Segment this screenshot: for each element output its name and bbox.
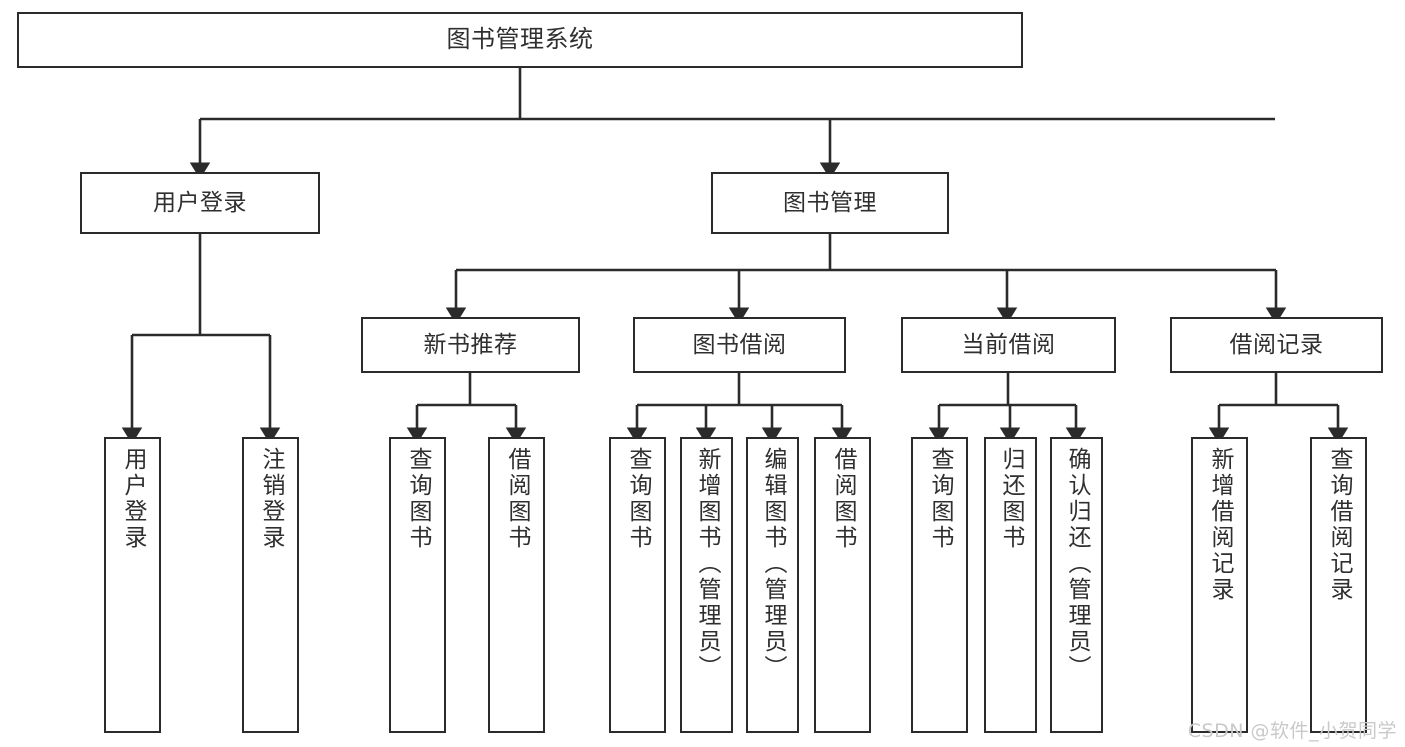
node-current-borrow[interactable]: 当前借阅 [901,317,1116,373]
node-leaf-logout-login[interactable]: 注销登录 [242,437,299,733]
node-leaf-edit-book-admin-label: 编辑图书（管理员） [760,447,786,681]
node-leaf-confirm-return-admin-label: 确认归还（管理员） [1064,447,1090,681]
node-leaf-user-login-label: 用户登录 [120,447,146,551]
node-leaf-logout-login-label: 注销登录 [258,447,284,551]
node-book-borrow[interactable]: 图书借阅 [633,317,846,373]
node-leaf-query-book-recommend[interactable]: 查询图书 [389,437,446,733]
node-book-borrow-label: 图书借阅 [692,331,787,358]
node-leaf-query-book-borrow[interactable]: 查询图书 [609,437,666,733]
node-leaf-borrow-book-recommend-label: 借阅图书 [504,447,530,551]
node-book-management-label: 图书管理 [783,189,877,216]
node-leaf-query-book-current[interactable]: 查询图书 [911,437,968,733]
node-leaf-return-book[interactable]: 归还图书 [984,437,1037,733]
node-leaf-add-book-admin[interactable]: 新增图书（管理员） [680,437,733,733]
node-leaf-add-borrow-record[interactable]: 新增借阅记录 [1191,437,1248,733]
watermark: CSDN @软件_小贺同学 [1187,720,1397,742]
node-leaf-query-borrow-record-label: 查询借阅记录 [1326,447,1352,603]
node-new-book-recommend[interactable]: 新书推荐 [361,317,580,373]
node-leaf-return-book-label: 归还图书 [998,447,1024,551]
node-borrow-records[interactable]: 借阅记录 [1170,317,1383,373]
node-user-login-label: 用户登录 [153,189,247,216]
node-leaf-borrow-book-label: 借阅图书 [830,447,856,551]
node-new-book-recommend-label: 新书推荐 [423,331,518,358]
node-leaf-query-borrow-record[interactable]: 查询借阅记录 [1310,437,1367,733]
node-user-login[interactable]: 用户登录 [80,172,320,234]
node-leaf-edit-book-admin[interactable]: 编辑图书（管理员） [746,437,799,733]
node-book-management[interactable]: 图书管理 [711,172,949,234]
node-leaf-borrow-book[interactable]: 借阅图书 [814,437,871,733]
node-leaf-query-book-recommend-label: 查询图书 [405,447,431,551]
node-leaf-query-book-borrow-label: 查询图书 [625,447,651,551]
node-root-label: 图书管理系统 [446,25,594,54]
node-leaf-borrow-book-recommend[interactable]: 借阅图书 [488,437,545,733]
node-root[interactable]: 图书管理系统 [17,12,1023,68]
node-current-borrow-label: 当前借阅 [961,331,1056,358]
node-leaf-query-book-current-label: 查询图书 [927,447,953,551]
node-leaf-add-borrow-record-label: 新增借阅记录 [1207,447,1233,603]
node-leaf-add-book-admin-label: 新增图书（管理员） [694,447,720,681]
node-leaf-confirm-return-admin[interactable]: 确认归还（管理员） [1050,437,1103,733]
node-leaf-user-login[interactable]: 用户登录 [104,437,161,733]
node-borrow-records-label: 借阅记录 [1229,331,1324,358]
